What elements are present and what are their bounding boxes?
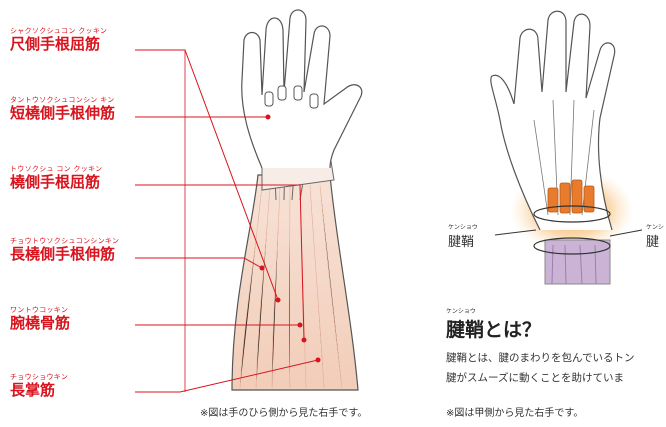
right-caption: ※図は甲側から見た右手です。 [446,408,584,419]
heading-block: ケンショウ 腱鞘とは？ [446,306,541,342]
label-group-shakusoku: シャクソクシュコン クッキン 尺側手根屈筋 [10,27,107,53]
label-name: 橈側手根屈筋 [10,173,101,191]
label-group-ken: ケンシ 腱 [646,222,664,250]
heading-title: 腱鞘とは？ [446,319,542,341]
label-group-wantou: ワントウコッキン 腕橈骨筋 [10,306,70,332]
label-ruby: ケンショウ [448,224,478,231]
leader-lines [135,49,319,393]
label-ruby: ワントウコッキン [10,306,69,314]
label-ruby: シャクソクシュコン クッキン [10,27,108,35]
label-name: 腕橈骨筋 [10,314,71,332]
label-group-kenshou: ケンショウ 腱鞘 [448,222,478,250]
heading-ruby: ケンショウ [446,308,476,315]
label-name: 短橈側手根伸筋 [10,104,116,122]
label-group-choushou: チョウショウキン 長掌筋 [10,373,68,399]
label-name: 長掌筋 [10,381,56,399]
right-forearm [544,239,611,285]
label-group-choutousoku: チョウトウソクシュコンシンキン 長橈側手根伸筋 [10,237,119,263]
description-line: 腱がスムーズに動くことを助けていま [446,372,624,384]
left-caption: ※図は手のひら側から見た右手です。 [200,408,368,419]
label-ruby: チョウショウキン [10,373,69,381]
description-line: 腱鞘とは、腱のまわりを包んでいるトン [446,352,635,364]
label-name: 長橈側手根伸筋 [10,245,116,263]
label-group-tousoku: トウソクシュ コン クッキン 橈側手根屈筋 [10,165,102,191]
label-name: 腱 [646,235,660,250]
label-group-tantousoku: タントウソクシュコンシン キン 短橈側手根伸筋 [10,96,115,122]
left-hand-figure [231,9,363,391]
right-hand-figure [490,10,643,285]
label-name: 腱鞘 [448,235,475,250]
right-hand-outline [490,10,616,231]
label-ruby: ケンシ [646,224,664,231]
description-block: 腱鞘とは、腱のまわりを包んでいるトン 腱がスムーズに動くことを助けていま [446,348,634,388]
label-ruby: チョウトウソクシュコンシンキン [10,237,120,245]
label-ruby: タントウソクシュコンシン キン [10,96,115,104]
label-ruby: トウソクシュ コン クッキン [10,165,103,173]
left-forearm [231,174,359,391]
label-name: 尺側手根屈筋 [10,35,101,53]
